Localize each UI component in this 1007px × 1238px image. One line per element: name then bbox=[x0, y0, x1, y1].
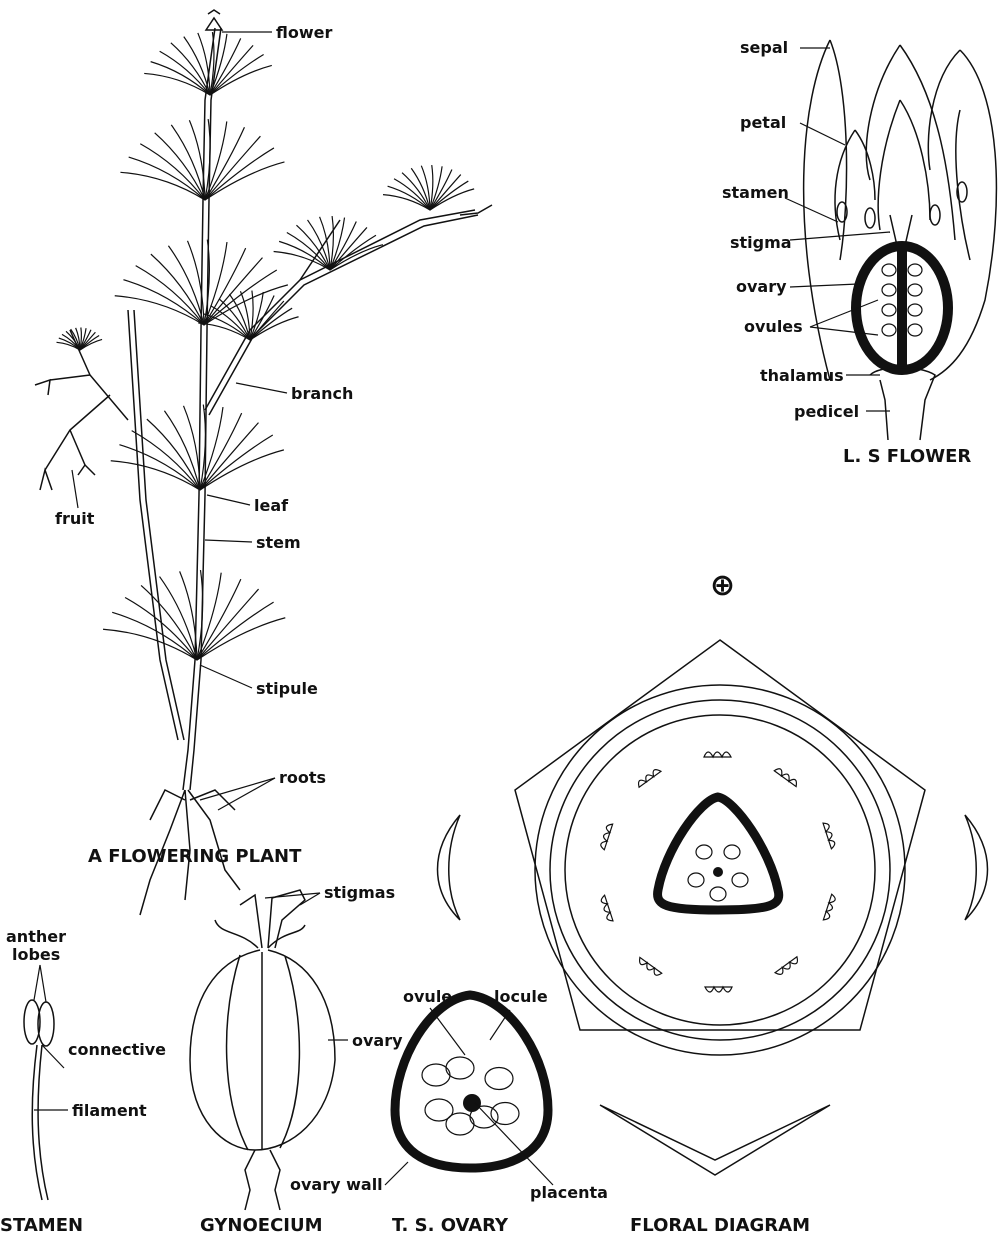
ovule-shape bbox=[882, 304, 896, 316]
leaf-segment bbox=[200, 423, 258, 490]
leaf-segment bbox=[204, 248, 246, 325]
stamen-labels: anther lobes connective filament STAMEN bbox=[0, 927, 166, 1236]
label-anther-line1: anther bbox=[6, 927, 66, 946]
leaf-segment bbox=[171, 125, 205, 200]
flowering-plant bbox=[35, 10, 492, 915]
label-anther-line2: lobes bbox=[12, 945, 60, 964]
leaf-segment bbox=[200, 435, 273, 490]
leaf-segment bbox=[250, 301, 284, 340]
ts-ovary-drawing bbox=[395, 995, 548, 1168]
leaf-segment bbox=[204, 258, 262, 325]
anther-shape bbox=[600, 823, 613, 850]
caption-ts-ovary: T. S. OVARY bbox=[392, 1215, 509, 1236]
caption-flowering-plant: A FLOWERING PLANT bbox=[88, 846, 302, 867]
label-stem: stem bbox=[256, 533, 301, 552]
caption-gynoecium: GYNOECIUM bbox=[200, 1215, 323, 1236]
ts-ovary-labels: ovule locule ovary wall placenta T. S. O… bbox=[290, 987, 608, 1236]
floral-diagram-labels: FLORAL DIAGRAM bbox=[630, 1215, 810, 1236]
anther-shape bbox=[600, 895, 613, 922]
leaf-segment bbox=[197, 579, 241, 660]
leaf-segment bbox=[204, 270, 277, 325]
ovule-shape bbox=[688, 873, 704, 887]
label-branch: branch bbox=[291, 384, 353, 403]
anther-shape bbox=[704, 752, 731, 757]
ovule-shape bbox=[710, 887, 726, 901]
label-stigmas: stigmas bbox=[324, 883, 395, 902]
label-locule: locule bbox=[494, 987, 548, 1006]
anther-shape bbox=[636, 767, 661, 787]
ovule-shape bbox=[724, 845, 740, 859]
label-stamen-ls: stamen bbox=[722, 183, 789, 202]
leaf-segment bbox=[205, 136, 260, 200]
label-ovary-ls: ovary bbox=[736, 277, 787, 296]
label-stipule: stipule bbox=[256, 679, 318, 698]
label-fruit: fruit bbox=[55, 509, 95, 528]
anther-shape bbox=[705, 987, 732, 992]
label-thalamus: thalamus bbox=[760, 366, 844, 385]
caption-stamen: STAMEN bbox=[0, 1215, 83, 1236]
ovule-shape bbox=[908, 284, 922, 296]
label-ovule: ovule bbox=[403, 987, 452, 1006]
ovule-shape bbox=[882, 324, 896, 336]
actinomorphic-symbol: ⊕ bbox=[710, 568, 735, 603]
anther-shape bbox=[637, 957, 662, 977]
label-ovary-gyn: ovary bbox=[352, 1031, 403, 1050]
ovule-shape bbox=[485, 1068, 513, 1090]
label-ovary-wall: ovary wall bbox=[290, 1175, 383, 1194]
anther-shape bbox=[823, 894, 836, 921]
anther-shape bbox=[775, 957, 800, 977]
leaf-segment bbox=[210, 45, 253, 95]
label-pedicel: pedicel bbox=[794, 402, 859, 421]
leaf-segment bbox=[210, 55, 264, 95]
label-placenta: placenta bbox=[530, 1183, 608, 1202]
ovule-shape bbox=[446, 1113, 474, 1135]
leaf-segment bbox=[197, 602, 274, 660]
label-leaf: leaf bbox=[254, 496, 289, 515]
caption-ls-flower: L. S FLOWER bbox=[843, 446, 971, 467]
stamen-drawing bbox=[24, 1000, 54, 1200]
anther-shape bbox=[823, 822, 836, 849]
anther-shape bbox=[774, 767, 799, 787]
ovule-shape bbox=[491, 1103, 519, 1125]
leaf-segment bbox=[164, 411, 200, 490]
leaf-segment bbox=[197, 589, 259, 660]
ovule-shape bbox=[908, 304, 922, 316]
label-stigma: stigma bbox=[730, 233, 792, 252]
ovule-shape bbox=[908, 324, 922, 336]
caption-floral-diagram: FLORAL DIAGRAM bbox=[630, 1215, 810, 1236]
leaf-segment bbox=[430, 175, 461, 210]
ovule-shape bbox=[882, 284, 896, 296]
gynoecium-drawing bbox=[190, 890, 335, 1210]
label-filament: filament bbox=[72, 1101, 147, 1120]
label-connective: connective bbox=[68, 1040, 166, 1059]
leaf-segment bbox=[168, 246, 204, 325]
ovule-shape bbox=[908, 264, 922, 276]
label-sepal: sepal bbox=[740, 38, 788, 57]
ovule-shape bbox=[446, 1057, 474, 1079]
ovule-shape bbox=[882, 264, 896, 276]
label-ovules: ovules bbox=[744, 317, 803, 336]
ovule-shape bbox=[696, 845, 712, 859]
label-flower: flower bbox=[276, 23, 332, 42]
ovule-shape bbox=[732, 873, 748, 887]
label-petal: petal bbox=[740, 113, 786, 132]
leaf-segment bbox=[205, 148, 274, 200]
label-roots: roots bbox=[279, 768, 326, 787]
floral-diagram-drawing: ⊕ bbox=[438, 568, 988, 1175]
placenta-dot bbox=[713, 867, 723, 877]
